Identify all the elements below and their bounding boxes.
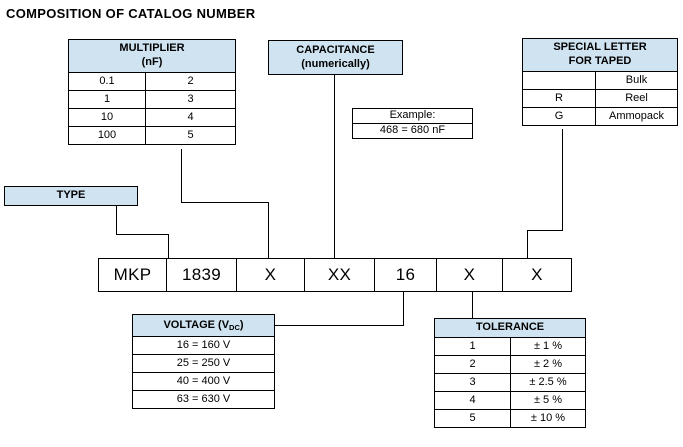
table-row: R Reel [522,89,678,108]
table-cell: 4 [434,391,511,410]
table-cell: ± 2 % [510,355,586,374]
catalog-cell-tolerance: X [437,258,503,292]
special-letter-table: SPECIAL LETTER FOR TAPED Bulk R Reel G A… [522,38,678,126]
example-label: Example: [352,108,473,124]
table-row: 63 = 630 V [132,390,275,409]
multiplier-table-header: MULTIPLIER (nF) [68,39,236,73]
table-row: 2 ± 2 % [434,355,586,374]
table-row: 1 3 [68,90,236,109]
table-row: 40 = 400 V [132,372,275,391]
example-value: 468 = 680 nF [352,123,473,139]
catalog-cell-special-letter: X [503,258,572,292]
table-row: 100 5 [68,126,236,145]
table-cell: 25 = 250 V [132,354,275,373]
table-cell: Bulk [595,71,678,90]
tolerance-table-header: TOLERANCE [434,318,586,338]
connector-line-special-letter [562,129,563,231]
connector-line-capacitance [334,75,335,258]
table-row: 1 ± 1 % [434,337,586,356]
connector-line-type [116,234,169,235]
table-cell: ± 10 % [510,409,586,428]
special-letter-table-header: SPECIAL LETTER FOR TAPED [522,38,678,72]
table-cell: 4 [145,108,236,127]
connector-line-voltage [275,325,404,326]
catalog-cell-type: MKP [98,258,167,292]
voltage-header-suffix: ) [239,318,244,331]
table-cell [522,71,596,90]
table-cell: 1 [434,337,511,356]
table-cell: 100 [68,126,146,145]
type-label: TYPE [56,189,86,202]
voltage-header-prefix: VOLTAGE (V [163,318,230,331]
table-cell: 10 [68,108,146,127]
catalog-cell-series: 1839 [167,258,237,292]
table-cell: Ammopack [595,107,678,126]
multiplier-header-line1: MULTIPLIER [119,42,185,55]
catalog-number-row: MKP 1839 X XX 16 X X [98,258,572,292]
table-cell: 5 [145,126,236,145]
example-box: Example: 468 = 680 nF [352,108,473,139]
connector-line-special-letter [527,230,563,231]
type-header-box: TYPE [4,186,138,206]
connector-line-multiplier [181,149,182,203]
special-letter-header-line2: FOR TAPED [568,55,632,67]
table-cell: 2 [145,72,236,91]
multiplier-header-line2: (nF) [141,56,163,68]
table-row: 16 = 160 V [132,336,275,355]
capacitance-line1: CAPACITANCE [296,43,375,56]
catalog-cell-voltage: 16 [375,258,437,292]
table-row: 25 = 250 V [132,354,275,373]
table-cell: Reel [595,89,678,108]
table-row: 4 ± 5 % [434,391,586,410]
catalog-cell-capacitance: XX [305,258,375,292]
tolerance-table: TOLERANCE 1 ± 1 % 2 ± 2 % 3 ± 2.5 % 4 ± … [434,318,586,428]
table-row: 5 ± 10 % [434,409,586,428]
capacitance-header-box: CAPACITANCE (numerically) [268,40,403,75]
table-cell: ± 1 % [510,337,586,356]
voltage-header-subscript: DC [229,322,240,332]
table-cell: R [522,89,596,108]
table-cell: G [522,107,596,126]
connector-line-special-letter [527,230,528,258]
page-title: COMPOSITION OF CATALOG NUMBER [6,6,256,21]
connector-line-voltage [403,292,404,326]
table-cell: 3 [434,373,511,392]
table-row: 10 4 [68,108,236,127]
table-row: Bulk [522,71,678,90]
table-row: G Ammopack [522,107,678,126]
special-letter-header-line1: SPECIAL LETTER [553,41,647,54]
table-cell: 63 = 630 V [132,390,275,409]
table-cell: 2 [434,355,511,374]
table-row: 3 ± 2.5 % [434,373,586,392]
multiplier-table: MULTIPLIER (nF) 0.1 2 1 3 10 4 100 5 [68,39,236,145]
table-cell: 0.1 [68,72,146,91]
connector-line-multiplier [268,202,269,258]
table-row: 0.1 2 [68,72,236,91]
table-cell: 1 [68,90,146,109]
table-cell: 3 [145,90,236,109]
connector-line-tolerance [472,292,473,318]
capacitance-line2: (numerically) [301,57,370,70]
voltage-table: VOLTAGE (VDC) 16 = 160 V 25 = 250 V 40 =… [132,314,275,409]
table-cell: ± 5 % [510,391,586,410]
connector-line-multiplier [181,202,269,203]
table-cell: ± 2.5 % [510,373,586,392]
table-cell: 40 = 400 V [132,372,275,391]
connector-line-type [116,206,117,235]
catalog-cell-multiplier: X [237,258,305,292]
voltage-table-header: VOLTAGE (VDC) [132,314,275,337]
table-cell: 16 = 160 V [132,336,275,355]
table-cell: 5 [434,409,511,428]
connector-line-type [168,234,169,258]
